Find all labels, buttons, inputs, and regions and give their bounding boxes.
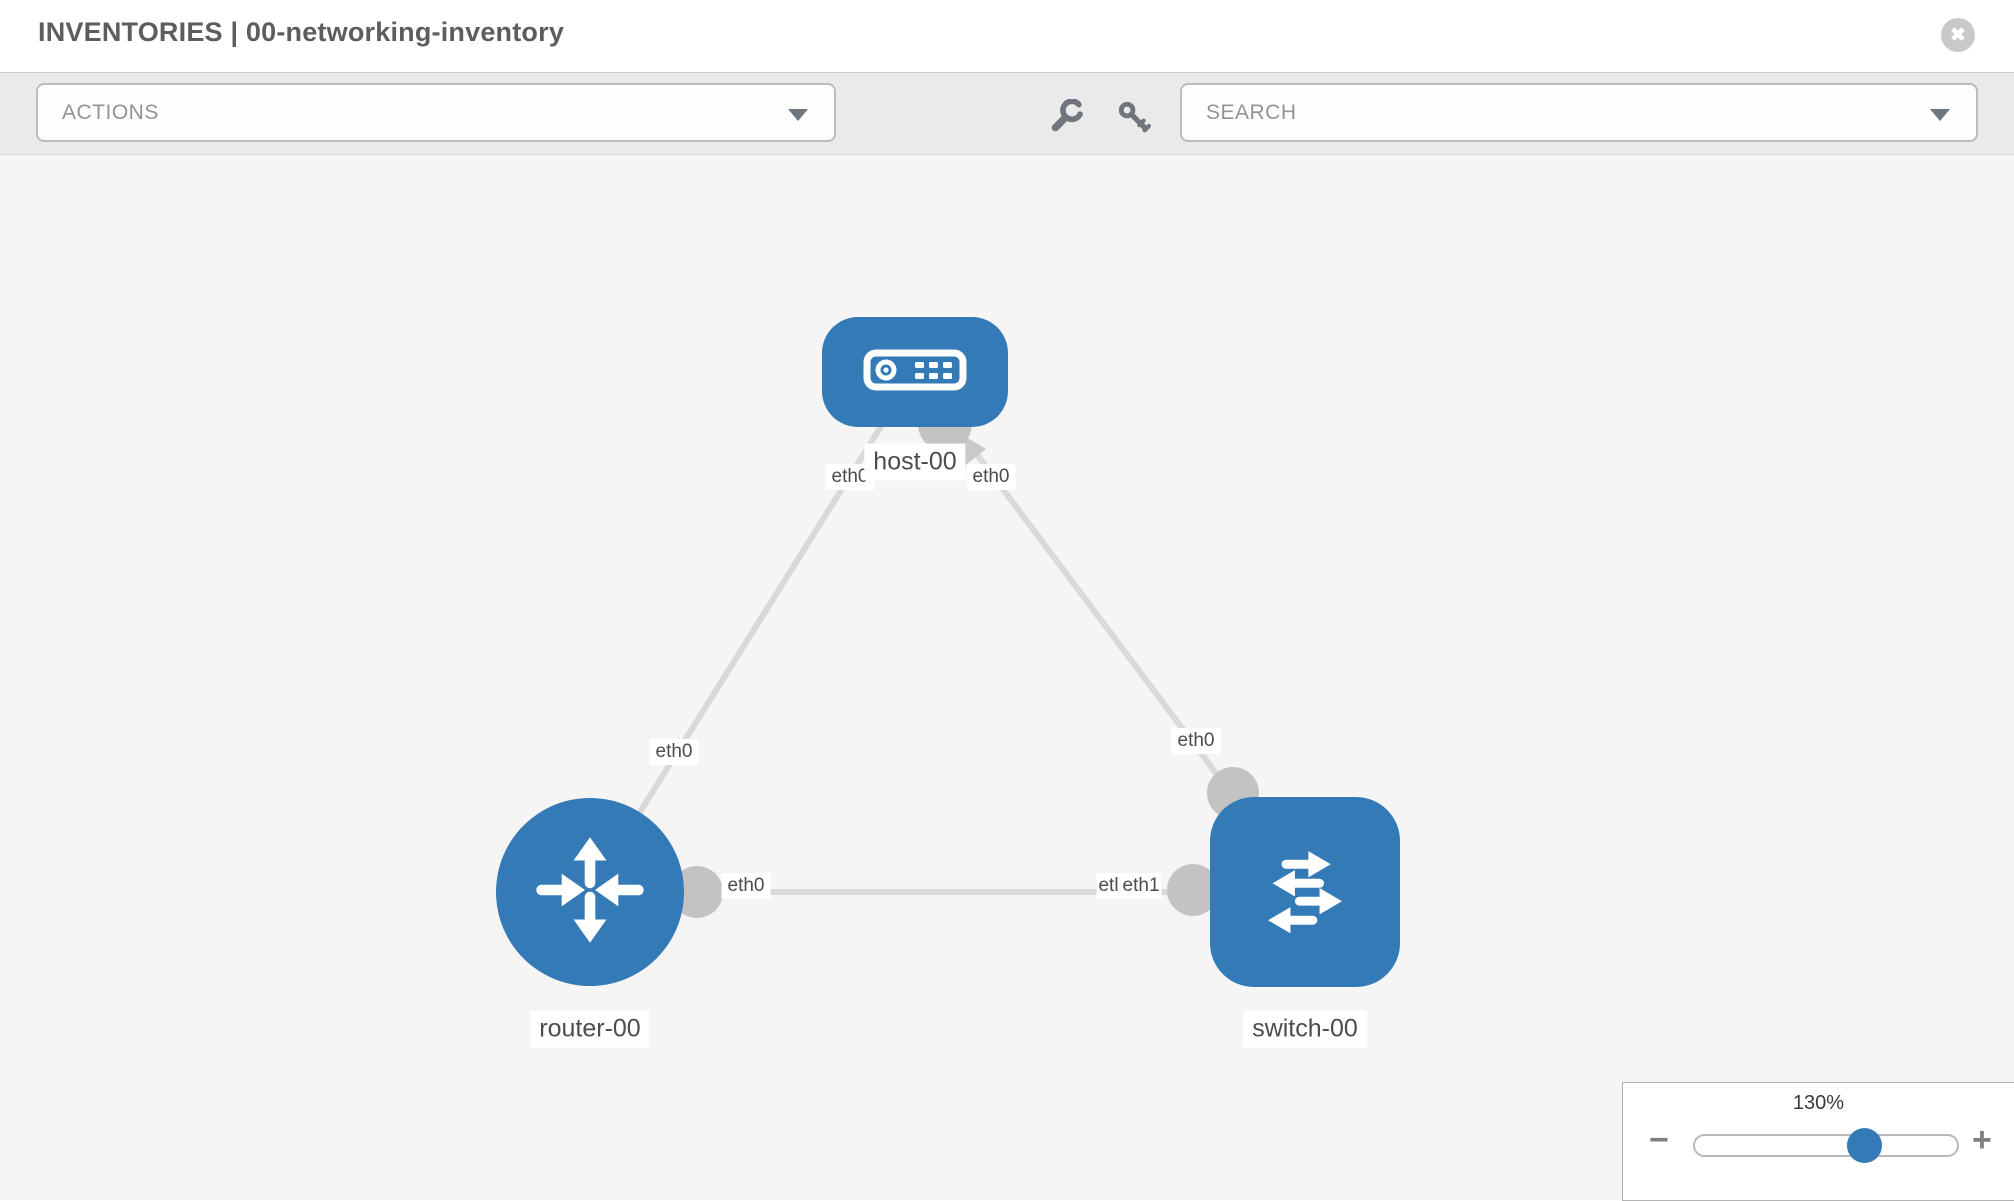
zoom-in-button[interactable]: + <box>1972 1121 1992 1159</box>
node-switch-00[interactable] <box>1210 797 1400 987</box>
interface-label: eth0 <box>966 464 1016 490</box>
link-layer <box>587 370 1308 918</box>
zoom-control-panel: 130% − + <box>1622 1082 2014 1201</box>
close-icon: ✖ <box>1950 24 1966 46</box>
toolbar: ACTIONS SEARCH <box>0 72 2014 155</box>
interface-label: eth1 <box>1120 873 1162 899</box>
zoom-level-value: 130% <box>1792 1092 1845 1114</box>
node-label-router: router-00 <box>530 1010 650 1048</box>
page-title: INVENTORIES | 00-networking-inventory <box>38 17 565 47</box>
host-icon <box>863 349 967 396</box>
credentials-button[interactable] <box>1114 99 1154 139</box>
tools-button[interactable] <box>1046 98 1086 140</box>
zoom-slider-track[interactable] <box>1693 1134 1959 1157</box>
title-bar: INVENTORIES | 00-networking-inventory ✖ <box>0 0 2014 72</box>
link-host-router[interactable] <box>587 370 918 894</box>
chevron-down-icon <box>788 109 808 121</box>
interface-label-fragment: etl <box>1096 873 1121 899</box>
interface-label: eth0 <box>721 873 771 899</box>
wrench-icon <box>1048 98 1084 140</box>
search-placeholder: SEARCH <box>1206 100 1297 124</box>
switch-icon <box>1249 834 1361 951</box>
actions-dropdown-label: ACTIONS <box>62 100 159 124</box>
interface-label: eth0 <box>1171 728 1221 754</box>
close-button[interactable]: ✖ <box>1941 18 1975 52</box>
connector-switch-left <box>1167 864 1219 916</box>
zoom-slider-handle[interactable] <box>1847 1128 1882 1163</box>
search-dropdown[interactable]: SEARCH <box>1180 83 1978 142</box>
connector-router-right <box>671 866 723 918</box>
router-icon <box>531 831 649 954</box>
node-host-00[interactable] <box>822 317 1008 427</box>
chevron-down-icon <box>1930 109 1950 121</box>
node-router-00[interactable] <box>496 798 684 986</box>
node-label-host: host-00 <box>864 443 966 481</box>
interface-label: eth0 <box>649 739 699 765</box>
key-icon <box>1117 100 1151 139</box>
zoom-out-button[interactable]: − <box>1649 1121 1669 1159</box>
node-label-switch: switch-00 <box>1243 1010 1367 1048</box>
actions-dropdown[interactable]: ACTIONS <box>36 83 836 142</box>
